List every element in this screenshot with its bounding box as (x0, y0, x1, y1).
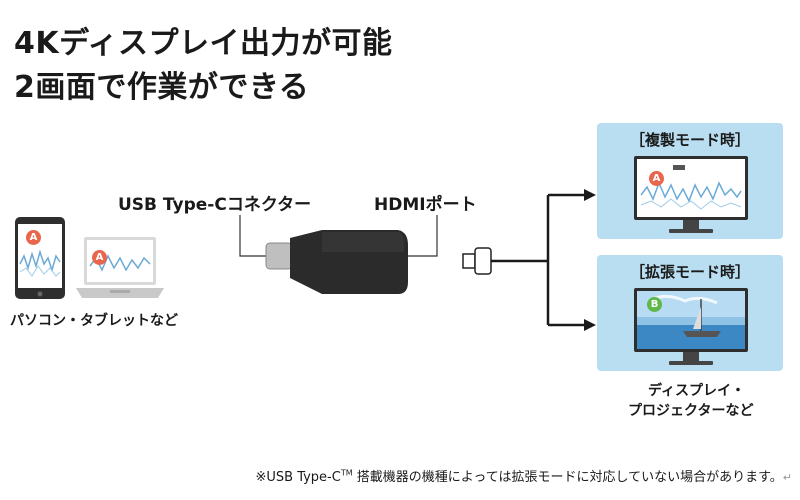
arrow-to-extended (584, 319, 596, 331)
extended-mode-panel: ［拡張モード時］ B (597, 255, 783, 371)
mirror-mode-title: ［複製モード時］ (629, 131, 750, 149)
footnote-prefix: ※USB Type-C (255, 470, 341, 485)
extended-mode-title: ［拡張モード時］ (629, 263, 750, 281)
footnote-trademark: TM (340, 468, 353, 478)
headline-line-1: 4Kディスプレイ出力が可能 (14, 26, 393, 61)
display-devices-label-2: プロジェクターなど (628, 403, 754, 419)
footnote-text: 搭載機器の機種によっては拡張モードに対応していない場合があります。 (352, 470, 783, 485)
hdmi-leader-line (405, 215, 438, 257)
footnote: ※USB Type-CTM 搭載機器の機種によっては拡張モードに対応していない場… (255, 466, 792, 485)
laptop-device (74, 236, 166, 302)
hdmi-cable-plug (462, 253, 476, 269)
source-devices-label: パソコン・タブレットなど (10, 313, 178, 329)
mirror-badge: A (649, 171, 664, 186)
return-mark: ↵ (782, 471, 792, 484)
arrow-to-mirror (584, 189, 596, 201)
mirror-monitor (634, 156, 748, 233)
display-devices-label-1: ディスプレイ・ (648, 383, 746, 399)
connector-leader-line (239, 215, 274, 257)
extended-badge: B (647, 297, 662, 312)
usb-c-plug (265, 242, 293, 270)
connector-label: USB Type-Cコネクター (118, 195, 312, 215)
headline-line-2: 2画面で作業ができる (14, 70, 310, 105)
laptop-badge: A (92, 250, 107, 265)
mirror-mode-panel: ［複製モード時］ A (597, 123, 783, 239)
tablet-badge: A (26, 230, 41, 245)
hdmi-port-label: HDMIポート (374, 195, 477, 215)
